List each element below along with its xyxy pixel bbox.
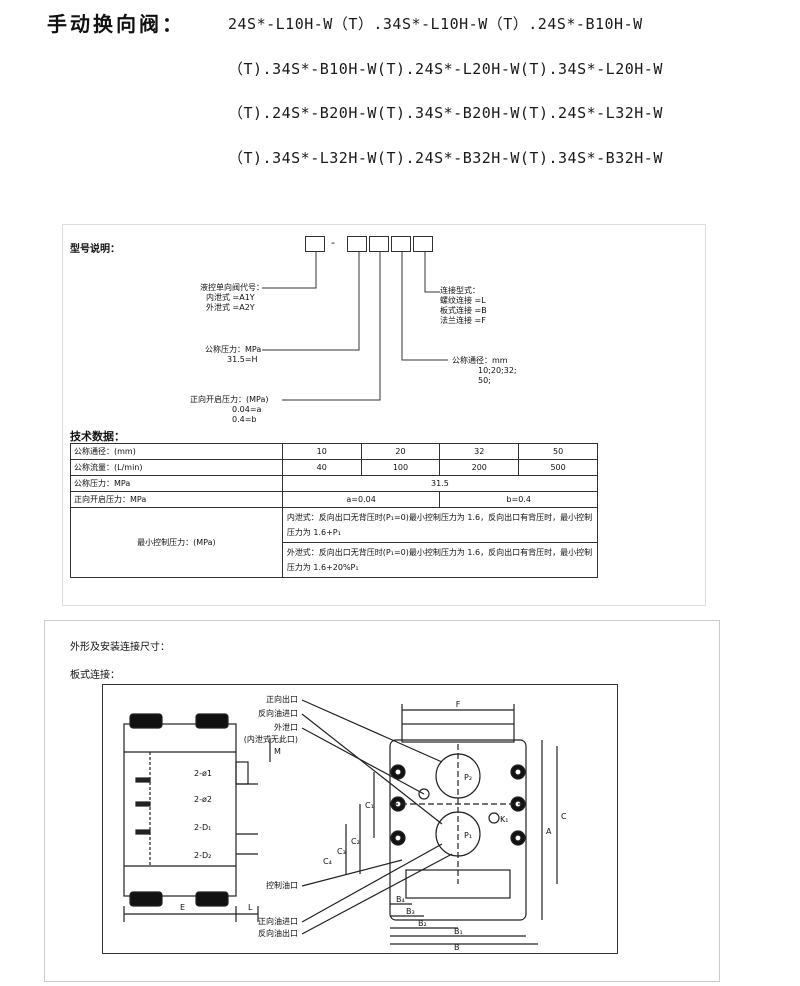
table-cell: 公称流量：(L/min) bbox=[70, 459, 283, 476]
dim-B2: B₂ bbox=[418, 919, 427, 928]
dim-C: C bbox=[561, 812, 567, 821]
dimension-heading: 外形及安装连接尺寸： bbox=[70, 642, 170, 653]
bottom-boss-left bbox=[129, 891, 163, 907]
dim-A: A bbox=[546, 827, 552, 836]
tech-data-table: 公称通径：(mm) 10 20 32 50 公称流量：(L/min) 40 10… bbox=[70, 443, 599, 578]
table-cell: 20 bbox=[360, 443, 441, 460]
dim-C1: C₁ bbox=[365, 801, 374, 810]
callout-reverse-inlet: 反向油进口 bbox=[258, 708, 298, 718]
label-opening-pressure: 正向开启压力：(MPa) 0.04=a 0.4=b bbox=[190, 395, 269, 424]
dim-B3: B₃ bbox=[406, 907, 415, 916]
tech-data-heading: 技术数据： bbox=[70, 430, 125, 443]
table-cell: 31.5 bbox=[281, 475, 599, 492]
model-code-leaders bbox=[262, 252, 448, 401]
dim-B4: B₄ bbox=[396, 895, 405, 904]
label-nominal-pressure: 公称压力：MPa 31.5=H bbox=[205, 345, 262, 364]
table-cell: 公称通径：(mm) bbox=[70, 443, 283, 460]
drawing-frame bbox=[102, 684, 618, 954]
callout-drain: 外泄口 bbox=[274, 722, 298, 732]
table-cell: 200 bbox=[439, 459, 520, 476]
table-cell: 内泄式：反向出口无背压时(P₁=0)最小控制压力为 1.6，反向出口有背压时，最… bbox=[281, 507, 599, 543]
table-cell: 外泄式：反向出口无背压时(P₁=0)最小控制压力为 1.6，反向出口有背压时，最… bbox=[281, 542, 599, 578]
dim-B1: B₁ bbox=[454, 927, 463, 936]
table-row: 公称压力：MPa 31.5 bbox=[70, 475, 599, 492]
callout-forward-inlet: 正向油进口 bbox=[258, 916, 298, 926]
table-cell: 10 bbox=[281, 443, 362, 460]
model-line-1: 24S*-L10H-W（T）.34S*-L10H-W（T）.24S*-B10H-… bbox=[228, 15, 643, 33]
port-k1 bbox=[488, 812, 500, 824]
label-K1: K₁ bbox=[500, 815, 508, 824]
dim-L: L bbox=[248, 903, 253, 912]
table-row: 公称通径：(mm) 10 20 32 50 bbox=[70, 443, 598, 460]
dim-M: M bbox=[274, 747, 281, 756]
table-row: 正向开启压力：MPa a=0.04 b=0.4 bbox=[70, 491, 598, 508]
dimension-panel bbox=[44, 620, 720, 982]
model-code-heading: 型号说明： bbox=[70, 244, 120, 255]
table-cell: 最小控制压力：(MPa) bbox=[70, 507, 283, 578]
model-line-4: （T).34S*-L32H-W(T).24S*-B32H-W(T).34S*-B… bbox=[228, 149, 663, 167]
dim-F: F bbox=[456, 700, 461, 709]
label-P2: P₂ bbox=[464, 773, 472, 782]
callout-control-port: 控制油口 bbox=[266, 880, 298, 890]
dim-C3: C₃ bbox=[337, 847, 346, 856]
label-P1: P₁ bbox=[464, 831, 472, 840]
table-cell: 50 bbox=[518, 443, 598, 460]
callout-drain-note: (内泄式无此口) bbox=[244, 734, 298, 744]
bottom-boss-right bbox=[195, 891, 229, 907]
table-cell: 32 bbox=[439, 443, 520, 460]
label-connection-type: 连接型式： 螺纹连接 =L 板式连接 =B 法兰连接 =F bbox=[440, 286, 487, 325]
top-boss-left bbox=[129, 713, 163, 729]
code-box-pressure bbox=[347, 236, 367, 252]
dim-d2: 2-ø2 bbox=[194, 795, 212, 804]
table-cell: 40 bbox=[281, 459, 362, 476]
code-dash: - bbox=[331, 236, 335, 249]
table-row: 最小控制压力：(MPa) 内泄式：反向出口无背压时(P₁=0)最小控制压力为 1… bbox=[70, 507, 599, 578]
code-box-diameter bbox=[391, 236, 411, 252]
code-box-valve bbox=[305, 236, 325, 252]
table-cell: 公称压力：MPa bbox=[70, 475, 283, 492]
callout-forward-outlet: 正向出口 bbox=[266, 694, 298, 704]
dim-d1: 2-ø1 bbox=[194, 769, 212, 778]
table-cell: 正向开启压力：MPa bbox=[70, 491, 283, 508]
dim-C4: C₄ bbox=[323, 857, 332, 866]
side-view-body bbox=[123, 723, 237, 897]
dim-D2: 2-D₂ bbox=[194, 851, 211, 860]
plate-connection-heading: 板式连接： bbox=[70, 670, 120, 681]
table-row: 外泄式：反向出口无背压时(P₁=0)最小控制压力为 1.6，反向出口有背压时，最… bbox=[71, 542, 599, 578]
table-cell: b=0.4 bbox=[439, 491, 598, 508]
port-drain bbox=[418, 788, 430, 800]
code-box-connection bbox=[413, 236, 433, 252]
dim-B: B bbox=[454, 943, 460, 952]
table-cell: 100 bbox=[360, 459, 441, 476]
top-boss-right bbox=[195, 713, 229, 729]
model-line-2: （T).34S*-B10H-W(T).24S*-L20H-W(T).34S*-L… bbox=[228, 60, 663, 78]
dimension-drawing: F A C E L M B B₁ B₂ B₃ B₄ C₁ C₂ C₃ C₄ P₂… bbox=[123, 694, 567, 952]
label-valve-code: 液控单向阀代号： 内泄式 =A1Y 外泄式 =A2Y bbox=[200, 283, 264, 312]
callout-reverse-outlet: 反向油出口 bbox=[258, 928, 298, 938]
dim-C2: C₂ bbox=[351, 837, 360, 846]
model-line-3: （T).24S*-B20H-W(T).34S*-B20H-W(T).24S*-L… bbox=[228, 104, 663, 122]
dim-D1: 2-D₁ bbox=[194, 823, 211, 832]
page-title: 手动换向阀： bbox=[47, 12, 185, 36]
label-nominal-diameter: 公称通径：mm 10;20;32; 50; bbox=[452, 356, 517, 385]
side-stub bbox=[235, 761, 249, 785]
table-cell: 500 bbox=[518, 459, 598, 476]
dim-E: E bbox=[180, 903, 185, 912]
code-box-opening bbox=[369, 236, 389, 252]
table-cell: a=0.04 bbox=[281, 491, 441, 508]
front-view-body bbox=[389, 739, 527, 921]
table-row: 公称流量：(L/min) 40 100 200 500 bbox=[70, 459, 598, 476]
front-top-flange bbox=[401, 723, 515, 743]
